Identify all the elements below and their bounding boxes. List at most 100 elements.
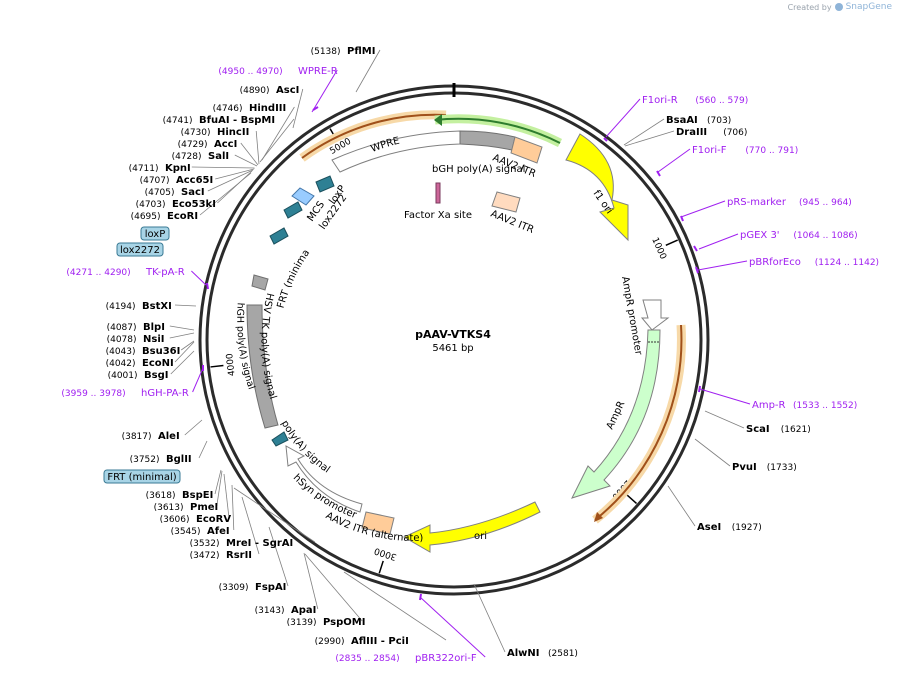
site-position: (4043): [106, 347, 136, 357]
site-name: RsrII: [226, 550, 252, 561]
primer-label[interactable]: pGEX 3'(1064 .. 1086): [740, 230, 858, 241]
leader-line: [259, 118, 295, 163]
site-label[interactable]: (3613)PmeI: [154, 502, 219, 513]
site-label[interactable]: (4042)EcoNI: [106, 358, 174, 369]
leader-line: [697, 260, 748, 271]
site-name: Bsu36I: [142, 346, 180, 357]
primer-name: TK-pA-R: [145, 267, 185, 278]
site-name: AscI: [276, 85, 299, 96]
site-label[interactable]: (4711)KpnI: [129, 163, 191, 174]
site-label[interactable]: (4741)BfuAI - BspMI: [163, 115, 275, 126]
leader-line: [623, 118, 665, 146]
primer-label[interactable]: (4950 .. 4970)WPRE-R: [218, 66, 337, 77]
leader-line: [694, 438, 731, 467]
site-name: ScaI: [746, 424, 770, 435]
site-label[interactable]: (3545)AfeI: [171, 526, 230, 537]
primer-label[interactable]: pRS-marker(945 .. 964): [727, 197, 852, 208]
feature-hsv-polya[interactable]: [251, 274, 269, 291]
site-label[interactable]: (2990)AflIII - PciI: [315, 636, 409, 647]
leader-line: [198, 440, 208, 459]
primer-range: (770 .. 791): [745, 146, 798, 156]
site-label[interactable]: (3472)RsrII: [190, 550, 252, 561]
site-label[interactable]: (4695)EcoRI: [131, 211, 198, 222]
site-position: (2581): [548, 649, 578, 659]
site-position: (4890): [240, 86, 270, 96]
leader-line: [304, 553, 363, 622]
boxed-feature-label[interactable]: lox2272: [116, 242, 164, 257]
site-position: (3139): [287, 618, 317, 628]
feature-itr-inner[interactable]: [491, 191, 521, 213]
tick-mark: [210, 364, 224, 368]
feature-ampr-cds[interactable]: [571, 329, 661, 499]
site-label[interactable]: (4730)HincII: [181, 127, 250, 138]
site-label[interactable]: PvuI(1733): [732, 462, 797, 473]
leader-line: [240, 142, 259, 166]
primer-name: WPRE-R: [298, 66, 338, 77]
factor-xa-label: Factor Xa site: [404, 210, 472, 221]
site-label[interactable]: AlwNI(2581): [507, 648, 578, 659]
feature-loxp-site[interactable]: [315, 175, 335, 193]
feature-hgh-polya[interactable]: [246, 304, 279, 429]
site-label[interactable]: ScaI(1621): [746, 424, 811, 435]
site-label[interactable]: (3752)BglII: [130, 454, 192, 465]
feature-f1-ori[interactable]: [565, 133, 629, 242]
site-name: BsaAI: [666, 115, 698, 126]
site-label[interactable]: (3606)EcoRV: [160, 514, 232, 525]
primer-label[interactable]: (4271 .. 4290)TK-pA-R: [66, 267, 184, 278]
site-label[interactable]: (4890) AscI: [240, 85, 300, 96]
feature-lox2272-site[interactable]: [269, 227, 289, 245]
feature-polya-teal[interactable]: [271, 431, 289, 447]
site-label[interactable]: (4194)BstXI: [106, 301, 172, 312]
site-position: (4746): [213, 104, 243, 114]
site-label[interactable]: (4728)SalI: [172, 151, 230, 162]
primer-name: F1ori-R: [642, 95, 678, 106]
leader-line: [169, 325, 195, 331]
site-label[interactable]: (4746)HindIII: [213, 103, 287, 114]
primer-label[interactable]: pBRforEco(1124 .. 1142): [749, 257, 879, 268]
feature-itr-alternate[interactable]: [361, 511, 395, 535]
site-name: DraIII: [676, 127, 707, 138]
primer-name: pBRforEco: [749, 257, 801, 268]
feature-frt-site[interactable]: [283, 201, 303, 219]
site-position: (1733): [767, 463, 797, 473]
site-label[interactable]: (5138)PflMI: [311, 46, 376, 57]
tick-mark: [665, 239, 678, 247]
site-label[interactable]: (3139)PspOMI: [287, 617, 366, 628]
primer-label[interactable]: F1ori-R(560 .. 579): [642, 95, 748, 106]
site-label[interactable]: (4705)SacI: [145, 187, 205, 198]
site-position: (4042): [106, 359, 136, 369]
site-label[interactable]: DraIII(706): [676, 127, 747, 138]
site-label[interactable]: BsaAI(703): [666, 115, 731, 126]
site-label[interactable]: (4703)Eco53kI: [136, 199, 216, 210]
site-label[interactable]: (3309)FspAI: [219, 582, 287, 593]
feature-hsyn-promoter[interactable]: [285, 445, 363, 513]
primer-label[interactable]: F1ori-F(770 .. 791): [692, 145, 798, 156]
feature-mcs[interactable]: [291, 187, 315, 206]
site-label[interactable]: (4729)AccI: [178, 139, 238, 150]
primer-name: pGEX 3': [740, 230, 780, 241]
feature-ori[interactable]: [402, 501, 541, 553]
site-label[interactable]: (4078)NsiI: [107, 334, 165, 345]
site-label[interactable]: (3817)AleI: [122, 431, 180, 442]
site-label[interactable]: (4001)BsgI: [108, 370, 169, 381]
site-label[interactable]: (4087)BlpI: [107, 322, 165, 333]
site-labels: (5138)PflMI (4890) AscI (4746)HindIII(4741)…: [61, 46, 879, 664]
site-label[interactable]: (3532)MreI - SgrAI: [190, 538, 294, 549]
site-label[interactable]: AseI(1927): [697, 522, 762, 533]
primer-label[interactable]: Amp-R(1533 .. 1552): [752, 400, 857, 411]
site-position: (4194): [106, 302, 136, 312]
feature-ampr-promoter[interactable]: [640, 299, 670, 331]
primer-label[interactable]: (2835 .. 2854)pBR322ori-F: [335, 653, 476, 664]
primer-label[interactable]: (3959 .. 3978)hGH-PA-R: [61, 388, 188, 399]
site-label[interactable]: (3143)ApaI: [255, 605, 317, 616]
feature-itr-top[interactable]: [510, 136, 543, 164]
boxed-feature-label[interactable]: loxP: [140, 226, 170, 241]
boxed-feature-label[interactable]: FRT (minimal): [103, 469, 181, 484]
site-label[interactable]: (4043) Bsu36I: [106, 346, 181, 357]
site-label[interactable]: (4707)Acc65I: [140, 175, 214, 186]
site-label[interactable]: (3618)BspEI: [146, 490, 214, 501]
feature-bgh-polya[interactable]: [459, 130, 516, 151]
site-name: BspEI: [182, 490, 213, 501]
leader-lines: [169, 49, 751, 658]
feature-factor-xa[interactable]: [435, 182, 441, 204]
